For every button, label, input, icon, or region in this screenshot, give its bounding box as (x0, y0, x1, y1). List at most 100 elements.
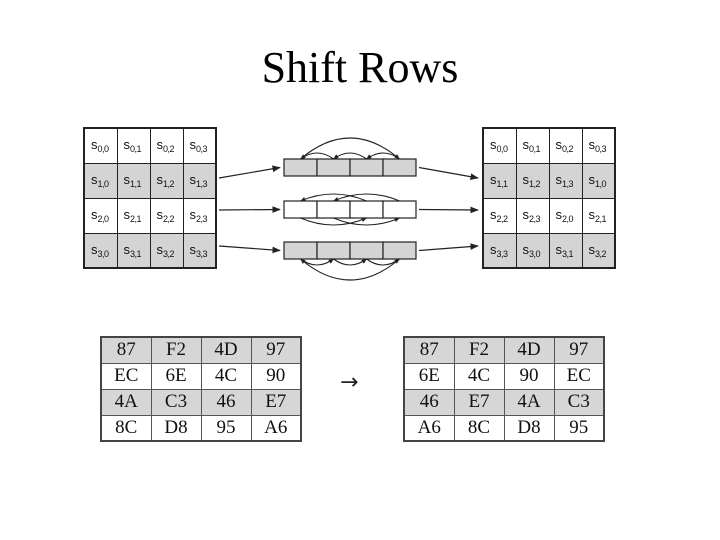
state-cell: s0,3 (581, 127, 616, 164)
state-cell: s3,3 (182, 232, 217, 269)
register-cell (382, 241, 417, 260)
cell-base: s (522, 207, 530, 222)
output-arrow (418, 243, 479, 252)
cell-subscript: 1,2 (529, 179, 541, 189)
hex-cell: 95 (200, 414, 252, 442)
cell-subscript: 0,3 (196, 144, 208, 155)
state-cell: s3,0 (515, 232, 550, 269)
cell-base: s (555, 172, 563, 187)
cell-base: s (156, 172, 164, 187)
hex-cell: E7 (250, 388, 302, 416)
wrap-arc (300, 137, 400, 160)
cell-subscript: 0,0 (97, 144, 110, 155)
cell-subscript: 2,0 (97, 214, 110, 224)
cell-subscript: 1,3 (562, 179, 574, 189)
cell-base: s (490, 207, 497, 222)
input-arrow (218, 245, 281, 254)
output-arrow (418, 206, 479, 214)
hex-cell: 4D (200, 336, 252, 364)
hex-cell: F2 (150, 336, 202, 364)
state-cell: s3,0 (83, 232, 118, 269)
cell-subscript: 3,1 (562, 248, 574, 259)
cell-base: s (156, 137, 164, 153)
cell-subscript: 1,3 (196, 179, 208, 189)
register-cell (283, 200, 318, 219)
wrap-arc (333, 217, 401, 226)
hex-cell: 4C (200, 362, 252, 390)
state-cell: s1,0 (581, 162, 616, 199)
cell-base: s (189, 172, 197, 187)
state-cell: s0,2 (548, 127, 583, 164)
cell-base: s (156, 207, 164, 222)
cell-subscript: 2,3 (529, 214, 541, 224)
hex-cell: 95 (553, 414, 605, 442)
shift-arc (299, 193, 367, 202)
state-cell: s3,2 (581, 232, 616, 269)
cell-subscript: 2,2 (496, 214, 509, 224)
state-cell: s3,1 (116, 232, 151, 269)
cell-base: s (490, 241, 497, 257)
cell-subscript: 3,3 (196, 248, 208, 259)
shift-arc (366, 152, 400, 160)
cell-base: s (91, 207, 98, 222)
shift-arc (366, 258, 400, 266)
state-cell: s2,0 (83, 197, 118, 234)
hex-cell: E7 (453, 388, 505, 416)
state-cell: s0,1 (515, 127, 550, 164)
register-cell (316, 158, 351, 177)
cell-base: s (588, 137, 596, 153)
hex-cell: 8C (453, 414, 505, 442)
cell-base: s (123, 172, 131, 187)
cell-subscript: 1,2 (163, 179, 175, 189)
cell-subscript: 1,0 (97, 179, 110, 189)
hex-cell: 46 (403, 388, 455, 416)
cell-subscript: 3,1 (130, 248, 142, 259)
state-cell: s1,3 (182, 162, 217, 199)
cell-subscript: 1,1 (130, 179, 142, 189)
cell-base: s (522, 172, 530, 187)
cell-subscript: 0,3 (595, 144, 607, 155)
register-cell (349, 241, 384, 260)
state-cell: s3,1 (548, 232, 583, 269)
register-cell (382, 200, 417, 219)
hex-cell: 97 (250, 336, 302, 364)
hex-cell: 87 (403, 336, 455, 364)
cell-base: s (91, 241, 98, 257)
state-cell: s3,2 (149, 232, 184, 269)
hex-cell: C3 (150, 388, 202, 416)
wrap-arc (300, 217, 368, 226)
wrap-arc (300, 258, 400, 281)
cell-base: s (189, 137, 197, 153)
state-cell: s1,1 (116, 162, 151, 199)
state-cell: s2,2 (149, 197, 184, 234)
cell-base: s (189, 241, 197, 257)
transform-arrow: → (340, 370, 359, 395)
cell-subscript: 3,2 (595, 248, 607, 259)
cell-base: s (91, 172, 98, 187)
hex-cell: 46 (200, 388, 252, 416)
output-arrow (418, 166, 479, 180)
cell-base: s (555, 137, 563, 153)
hex-cell: C3 (553, 388, 605, 416)
cell-subscript: 3,0 (97, 248, 110, 259)
cell-base: s (522, 241, 530, 257)
register-cell (283, 241, 318, 260)
cell-subscript: 0,2 (163, 144, 175, 155)
shift-arc (332, 193, 400, 202)
cell-subscript: 2,3 (196, 214, 208, 224)
shift-arc (300, 258, 334, 266)
hex-cell: 8C (100, 414, 152, 442)
hex-cell: 4A (100, 388, 152, 416)
cell-base: s (555, 241, 563, 257)
cell-subscript: 2,0 (562, 214, 574, 224)
cell-base: s (490, 172, 497, 187)
